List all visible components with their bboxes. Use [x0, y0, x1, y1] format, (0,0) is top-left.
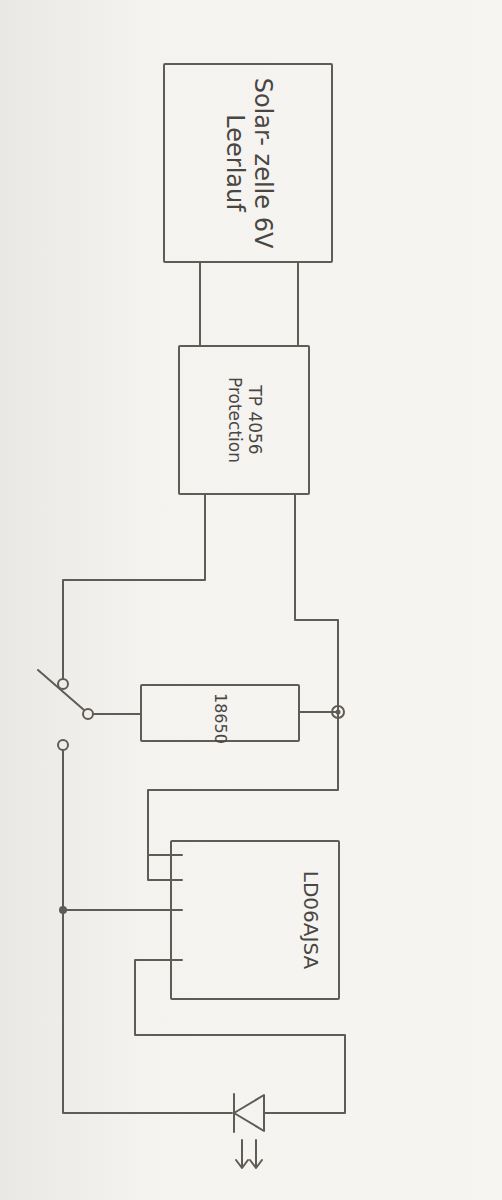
wire-path	[295, 495, 338, 712]
wire-connector	[148, 712, 338, 855]
led-driver-box: LD06AJSA	[170, 840, 340, 1000]
wire-connector	[200, 263, 298, 345]
box-label: 18650	[211, 693, 229, 733]
charger-module-box: TP 4056 Protection	[178, 345, 310, 495]
box-label: LD06AJSA	[299, 849, 322, 991]
switch-terminal	[58, 740, 68, 750]
pin-wire	[63, 909, 182, 911]
box-label: TP 4056 Protection	[224, 354, 263, 486]
light-arrows	[236, 1140, 262, 1168]
led-symbol	[234, 1094, 264, 1132]
wire-path	[200, 263, 298, 345]
box-label: Solar- zelle 6V Leerlauf	[220, 72, 275, 254]
wire-path	[148, 712, 338, 855]
battery-box: 18650	[140, 684, 300, 742]
switch-lever	[38, 670, 84, 710]
pin-wire	[135, 960, 345, 1113]
junction-dot	[59, 906, 67, 914]
wire-connector	[295, 495, 338, 712]
pin-wire	[148, 855, 182, 880]
charger-to-switch-wire	[63, 495, 205, 678]
switch-to-battery-wire	[93, 713, 140, 715]
solar-cell-box: Solar- zelle 6V Leerlauf	[163, 63, 333, 263]
